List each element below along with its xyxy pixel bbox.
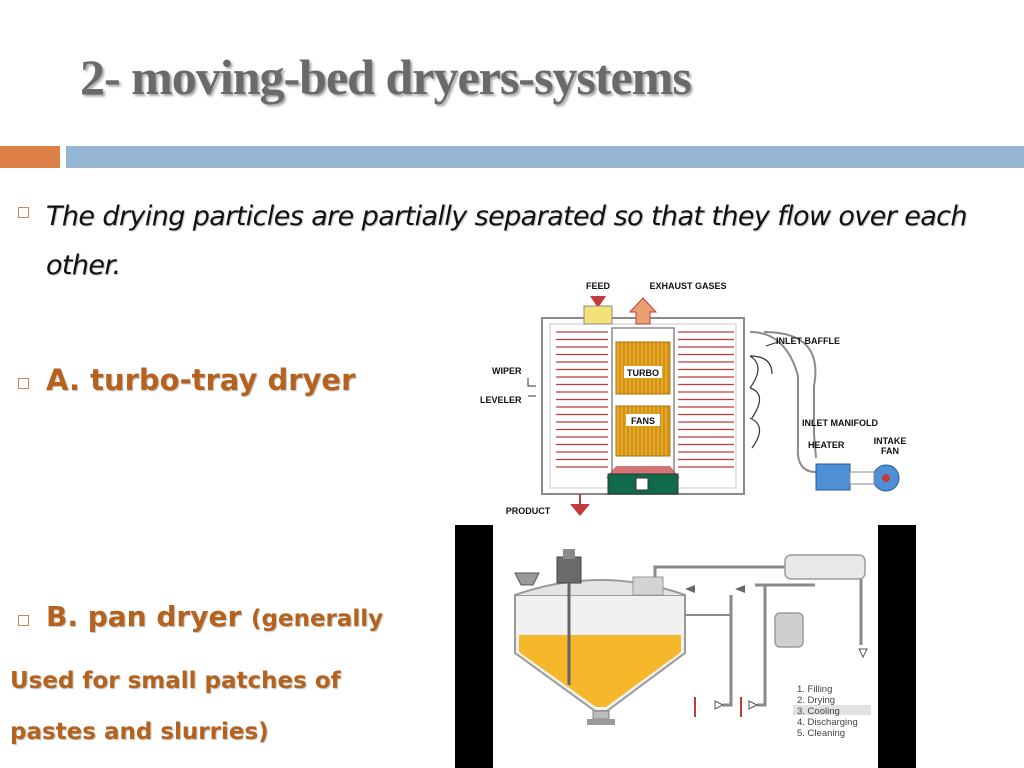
slide-title: 2- moving-bed dryers-systems [80,49,692,105]
bullet-text-pan-dryer: B. pan dryer (generally [46,600,383,633]
accent-bar-blue [66,146,1024,168]
heater-label: HEATER [808,440,845,450]
pan-dryer-paren: (generally [251,606,384,632]
inlet-manifold-label: INLET MANIFOLD [802,418,878,428]
pan-dryer-diagram: 1. Filling 2. Drying 3. Cooling 4. Disch… [455,525,916,768]
bullet-square-icon [18,207,29,218]
pan-dryer-line-3: pastes and slurries) [10,719,269,745]
bullet-square-icon [18,615,29,626]
pan-dryer-label: B. pan dryer [46,600,242,633]
exhaust-gases-label: EXHAUST GASES [649,281,726,291]
step-3-label: 3. Cooling [797,706,840,717]
pan-dryer-description: Used for small patches of pastes and slur… [10,656,341,758]
wiper-label: WIPER [492,366,522,376]
leveler-label: LEVELER [480,395,522,405]
accent-bar-orange [0,146,60,168]
step-1-label: 1. Filling [797,684,832,695]
step-2-label: 2. Drying [797,695,835,706]
step-5-label: 5. Cleaning [797,728,845,739]
product-label: PRODUCT [506,506,551,516]
bullet-text-particles: The drying particles are partially separ… [46,201,968,281]
fan-label: FAN [881,446,899,456]
bullet-text-turbo-tray: A. turbo-tray dryer [46,363,356,397]
turbo-label: TURBO [627,368,659,378]
turbo-tray-dryer-diagram: TURBO FANS FEED EXHAUST GASES INLET BAFF… [480,281,907,516]
pan-dryer-line-2: Used for small patches of [10,668,341,694]
intake-label: INTAKE [874,436,907,446]
feed-label: FEED [586,281,611,291]
bullet-square-icon [18,378,29,389]
inlet-baffle-label: INLET BAFFLE [776,336,840,346]
fans-label: FANS [631,416,655,426]
step-4-label: 4. Discharging [797,717,858,728]
